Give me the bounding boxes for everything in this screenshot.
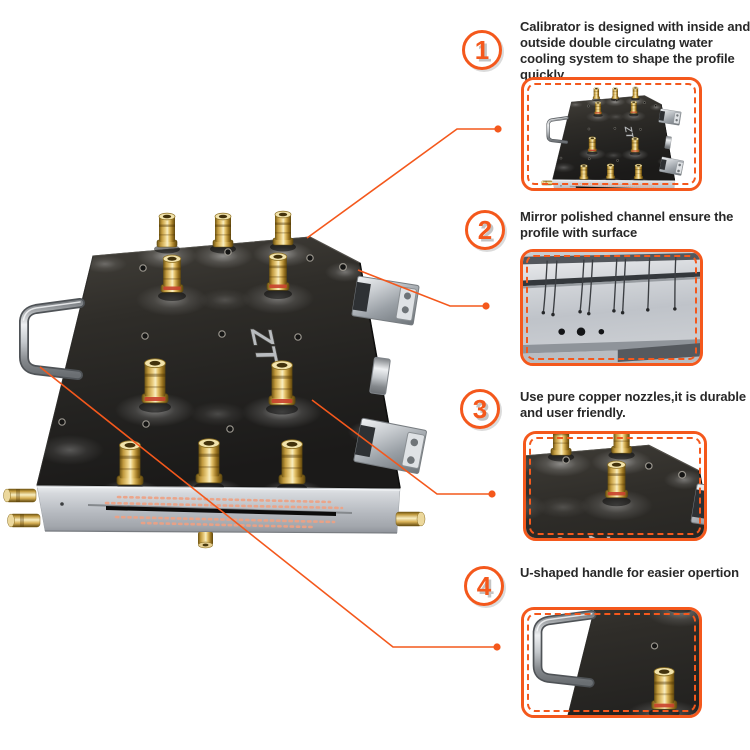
leader-line-2 [357, 269, 486, 307]
leader-line-4 [39, 366, 497, 648]
side-clamp-bottom [353, 417, 427, 474]
leader-lines [39, 125, 502, 651]
side-clamp-top [351, 275, 420, 326]
front-dot-markings [104, 495, 344, 529]
leader-dot-1 [494, 125, 502, 133]
copper-nozzles [116, 210, 306, 486]
feature-2-number-badge: 2 [465, 210, 505, 250]
feature-2-detail-photo [520, 249, 703, 366]
leader-line-3 [311, 399, 492, 495]
leader-dot-2 [482, 302, 490, 310]
left-fittings [3, 488, 41, 528]
feature-4-text: U-shaped handle for easier opertion [520, 565, 739, 580]
polished-channel-photo [523, 252, 700, 363]
feature-1-number-badge: 1 [462, 30, 502, 70]
feature-4-detail-photo [521, 607, 702, 718]
feature-2-text: Mirror polished channel ensure the profi… [520, 209, 734, 240]
leader-dot-4 [493, 643, 501, 651]
leader-dot-3 [488, 490, 496, 498]
bottom-fitting [198, 532, 213, 549]
feature-4-number: 4 [476, 571, 492, 601]
u-handle-photo [524, 610, 699, 715]
feature-3-number-badge: 3 [460, 389, 500, 429]
screws [58, 248, 372, 433]
feature-2-number: 2 [477, 215, 493, 245]
feature-3-text: Use pure copper nozzles,it is durable an… [520, 389, 747, 420]
feature-3-number: 3 [472, 394, 488, 424]
feature-4-number-badge: 4 [464, 566, 504, 606]
feature-1-text: Calibrator is designed with inside and o… [520, 19, 750, 82]
side-tab [369, 356, 391, 396]
calibrator-product: ZT [3, 210, 427, 549]
calibrator-overview-photo [524, 80, 699, 188]
feature-1-detail-photo [521, 77, 702, 191]
u-handle [19, 298, 85, 380]
feature-1-number: 1 [474, 35, 490, 65]
leader-line-1 [306, 128, 498, 239]
copper-nozzle-photo [526, 434, 704, 538]
right-fitting [395, 511, 426, 527]
feature-3-detail-photo [523, 431, 707, 541]
